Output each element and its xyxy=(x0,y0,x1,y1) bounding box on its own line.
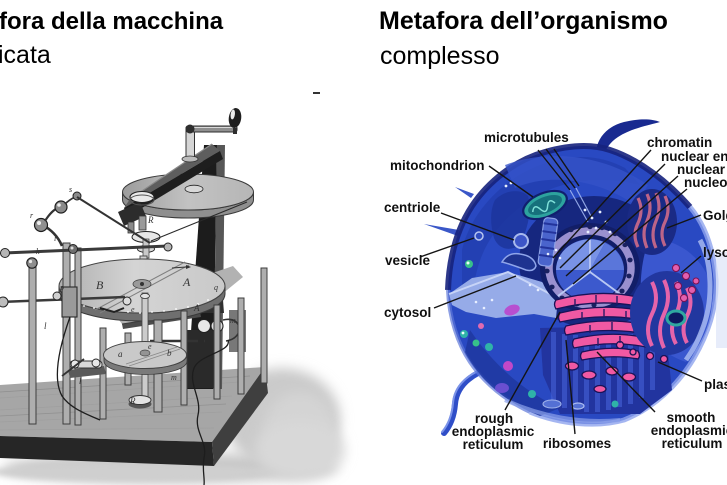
svg-text:R: R xyxy=(129,396,136,406)
svg-text:m: m xyxy=(230,316,236,325)
svg-text:lysosome: lysosome xyxy=(703,245,727,260)
svg-text:i: i xyxy=(54,234,56,243)
svg-text:vesicle: vesicle xyxy=(385,253,431,268)
svg-text:reticulum: reticulum xyxy=(463,437,524,452)
svg-text:chromatin: chromatin xyxy=(647,135,712,150)
svg-text:l: l xyxy=(79,377,82,386)
svg-text:r: r xyxy=(30,211,34,220)
svg-text:centriole: centriole xyxy=(384,200,441,215)
svg-text:reticulum: reticulum xyxy=(662,436,723,451)
svg-text:k: k xyxy=(36,247,40,256)
svg-text:s: s xyxy=(69,185,72,194)
svg-text:plasma membrane: plasma membrane xyxy=(704,377,727,392)
svg-text:e: e xyxy=(131,305,135,314)
svg-text:e: e xyxy=(148,342,152,351)
svg-text:m: m xyxy=(171,373,177,382)
svg-text:endoplasmic: endoplasmic xyxy=(452,424,535,439)
svg-text:Golgi apparatus: Golgi apparatus xyxy=(703,208,727,223)
svg-text:mitochondrion: mitochondrion xyxy=(390,158,485,173)
svg-text:microtubules: microtubules xyxy=(484,130,569,145)
svg-text:b: b xyxy=(167,348,172,358)
svg-text:A: A xyxy=(193,303,200,313)
svg-text:q: q xyxy=(214,283,218,292)
svg-text:B: B xyxy=(96,278,104,292)
svg-text:smooth: smooth xyxy=(667,410,716,425)
svg-text:ribosomes: ribosomes xyxy=(543,436,611,451)
svg-text:a: a xyxy=(118,349,123,359)
svg-text:R: R xyxy=(147,215,154,225)
svg-text:rough: rough xyxy=(475,411,513,426)
svg-text:endoplasmic: endoplasmic xyxy=(651,423,727,438)
svg-text:l: l xyxy=(44,321,47,331)
svg-text:nuclear envelope: nuclear envelope xyxy=(661,149,727,164)
svg-text:A: A xyxy=(182,275,191,289)
svg-text:nuclear pore: nuclear pore xyxy=(677,162,727,177)
svg-text:p: p xyxy=(59,283,64,292)
svg-text:nucleolus: nucleolus xyxy=(684,175,727,190)
svg-text:cytosol: cytosol xyxy=(384,305,431,320)
